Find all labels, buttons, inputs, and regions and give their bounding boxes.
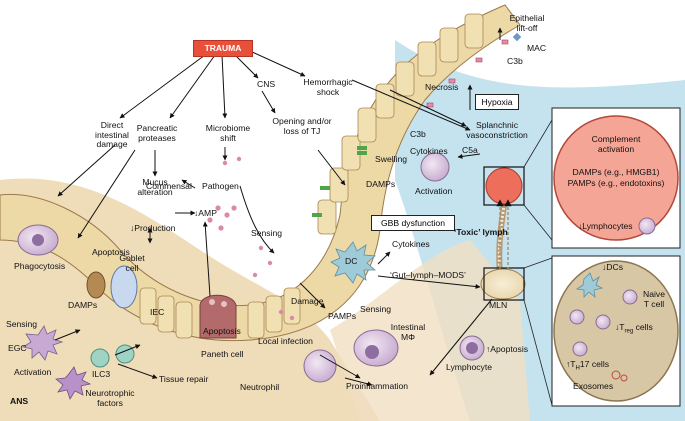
activation-mid-label: Activation	[415, 186, 453, 196]
mac-label: MAC	[527, 43, 547, 53]
c3b-top-label: C3b	[507, 56, 523, 66]
neurotrophic-factors-label: Neurotrophic factors	[85, 388, 135, 408]
production-label: ↓Production	[130, 223, 176, 233]
goblet-cell	[110, 265, 138, 309]
hemorrhagic-shock-label: Hemorrhagic shock	[303, 77, 353, 97]
panel-top-circle	[553, 115, 679, 241]
treg-label: ↓Treg cells	[615, 322, 653, 335]
pancreatic-proteases-label: Pancreatic proteases	[136, 123, 178, 143]
neutrophil-cell	[303, 349, 337, 383]
pamps-label: PAMPs	[328, 311, 357, 321]
toxic-lymph-node	[485, 167, 523, 205]
naive-t-cell-label: Naive T cell	[643, 289, 665, 309]
ilc3-label: ILC3	[92, 369, 111, 379]
damps-left-label: DAMPs	[68, 300, 98, 310]
goblet-cell-label: Goblet cell	[119, 253, 145, 273]
paneth-cell-label: Paneth cell	[201, 349, 244, 359]
panel-lymphocytes-label: ↓Lymphocytes	[578, 221, 633, 231]
epithelial-lift-off-label: Epithelial lift-off	[509, 13, 545, 33]
complement-activation-label: Complement activation	[591, 134, 641, 154]
sensing-mid-label: Sensing	[251, 228, 283, 238]
neutrophil-label: Neutrophil	[240, 382, 280, 392]
intestinal-mphi-label: Intestinal MΦ	[390, 322, 426, 342]
complement-markers	[426, 39, 509, 108]
dc-label: DC	[345, 256, 358, 266]
cytokines-top-label: Cytokines	[410, 146, 448, 156]
arrows	[54, 27, 503, 387]
cns-label: CNS	[257, 79, 276, 89]
hypoxia-box: Hypoxia	[475, 94, 519, 110]
apoptosis-lymph-label: ↑Apoptosis	[486, 344, 529, 354]
amp-label: ↓AMP	[194, 208, 217, 218]
paneth-cell	[199, 294, 237, 339]
apoptosis-goblet-label: Apoptosis	[92, 247, 130, 257]
tissue-repair-label: Tissue repair	[159, 374, 209, 384]
phagocytosis-label: Phagocytosis	[14, 261, 66, 271]
egc-cell	[21, 325, 64, 361]
th17-label: ↑TH17 cells	[566, 359, 610, 372]
exosomes-label: Exosomes	[573, 381, 614, 391]
gut-lymph-mods-label: ‘Gut–lymph–MODS’	[390, 270, 466, 280]
iec-label: IEC	[150, 307, 165, 317]
direct-intestinal-damage-label: Direct intestinal damage	[95, 120, 129, 150]
dc-cell	[330, 241, 377, 284]
swelling-label: Swelling	[375, 154, 408, 164]
gbb-dysfunction-box: GBB dysfunction	[371, 215, 455, 231]
egc-label: EGC	[8, 343, 27, 353]
splanchnic-vasoconstriction-label: Splanchnic vasoconstriction	[466, 120, 528, 140]
apoptosis-paneth-label: Apoptosis	[203, 326, 241, 336]
cell-band	[139, 13, 484, 339]
local-infection-label: Local infection	[258, 336, 313, 346]
mln-node	[480, 268, 526, 300]
activation-cell	[420, 152, 450, 182]
c3b-mid-label: C3b	[410, 129, 426, 139]
damps-mid-label: DAMPs	[366, 179, 396, 189]
ilc3-cell	[90, 348, 110, 368]
panel-pamps-label: PAMPs (e.g., endotoxins)	[567, 178, 665, 188]
lymph-flow	[496, 199, 512, 270]
ans-cell	[55, 366, 92, 400]
lymphocyte-label: Lymphocyte	[446, 362, 493, 372]
mln-label: MLN	[489, 300, 508, 310]
proinflammation-label: Proinflammation	[346, 381, 409, 391]
mucus-alteration-label: Mucus alteration	[137, 177, 173, 197]
c5a-label: C5a	[462, 145, 478, 155]
necrosis-label: Necrosis	[425, 82, 459, 92]
commensal-label: Commensal	[146, 181, 192, 191]
activation-left-label: Activation	[14, 367, 52, 377]
panel-damps-label: DAMPs (e.g., HMGB1)	[572, 167, 660, 177]
sensing-left-label: Sensing	[6, 319, 38, 329]
trauma-box: TRAUMA	[193, 40, 253, 57]
sensing-dc-label: Sensing	[360, 304, 392, 314]
toxic-lymph-label: ‘Toxic’ lymph	[454, 227, 508, 237]
pathogen-label: Pathogen	[202, 181, 239, 191]
ans-label: ANS	[10, 396, 29, 406]
microbiome-shift-label: Microbiome shift	[205, 123, 251, 143]
panel-dcs-label: ↓DCs	[602, 262, 624, 272]
tight-junctions	[312, 146, 367, 217]
bacteria	[207, 156, 295, 321]
cytokines-dc-label: Cytokines	[392, 239, 430, 249]
opening-tj-label: Opening and/or loss of TJ	[272, 116, 332, 136]
damage-label: Damage	[291, 296, 324, 306]
